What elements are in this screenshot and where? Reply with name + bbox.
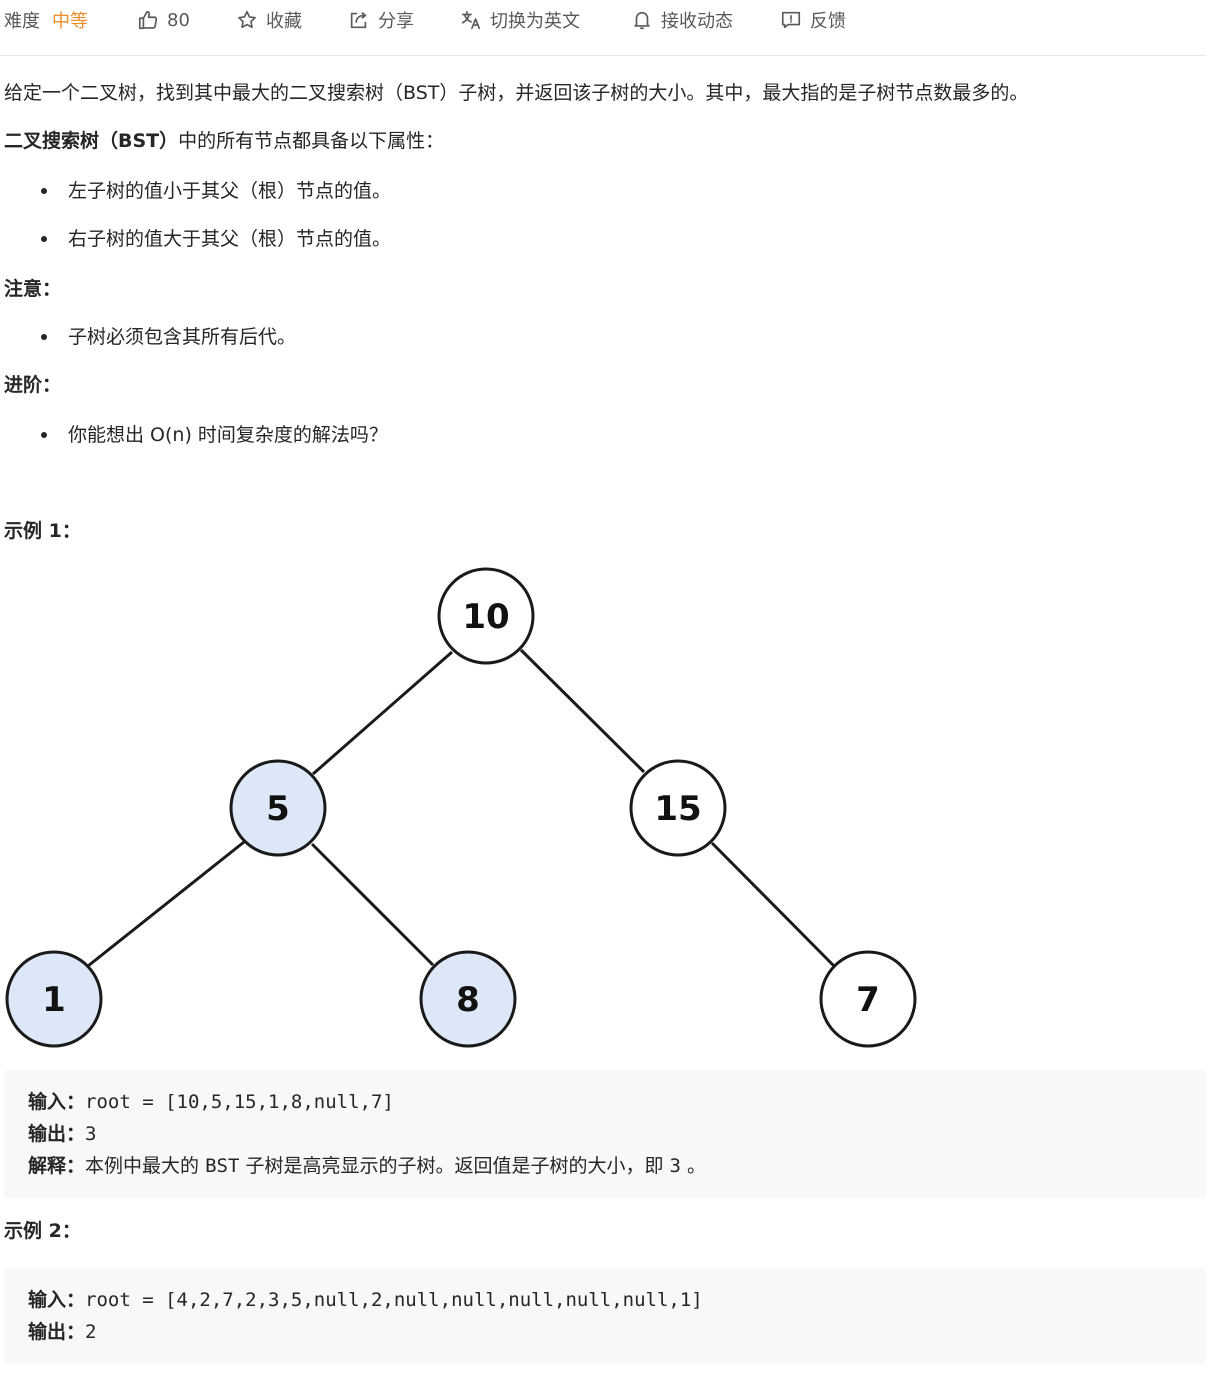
tree-node-label: 5 [266, 789, 290, 829]
tree-node-15 [629, 759, 727, 857]
example1-code-block: 输入：root = [10,5,15,1,8,null,7] 输出：3 解释：本… [4, 1070, 1206, 1198]
like-button[interactable]: 80 [137, 6, 190, 34]
bell-icon [634, 11, 650, 30]
output-label: 输出： [28, 1321, 86, 1343]
tree-node-1 [5, 950, 103, 1048]
difficulty: 难度 中等 [4, 6, 88, 34]
tree-node-label: 1 [42, 980, 66, 1020]
tree-edge [310, 842, 435, 967]
explain-code-3: 3 [669, 1155, 681, 1177]
list-item: 子树必须包含其所有后代。 [40, 326, 297, 348]
translate-label: 切换为英文 [490, 11, 580, 32]
advanced-heading: 进阶： [4, 374, 62, 396]
tree-node-5 [229, 759, 327, 857]
translate-icon [461, 10, 481, 30]
like-count: 80 [167, 9, 190, 31]
feedback-icon [781, 11, 801, 29]
explain-label: 解释： [28, 1155, 86, 1177]
share-icon [350, 12, 367, 29]
explain-text-b: 子树是高亮显示的子树。返回值是子树的大小，即 [245, 1155, 664, 1177]
tree-edge [710, 841, 837, 969]
feedback-label: 反馈 [810, 11, 846, 32]
tree-node-8 [419, 950, 517, 1048]
explain-text-a: 本例中最大的 [85, 1155, 200, 1177]
bst-title: 二叉搜索树（BST） [4, 130, 179, 152]
thumbs-up-icon [138, 10, 158, 30]
feedback-button[interactable]: 反馈 [780, 6, 846, 34]
list-item: 你能想出 O(n) 时间复杂度的解法吗？ [41, 424, 388, 446]
example2-output: 输出：2 [28, 1316, 1182, 1348]
output-value: 2 [85, 1321, 97, 1343]
example2-code-block: 输入：root = [4,2,7,2,3,5,null,2,null,null,… [4, 1268, 1206, 1364]
favorite-button[interactable]: 收藏 [236, 6, 302, 34]
example2-input: 输入：root = [4,2,7,2,3,5,null,2,null,null,… [28, 1284, 1182, 1316]
example1-tree-diagram: 10 5 15 1 8 7 [5, 567, 917, 1048]
output-label: 输出： [28, 1123, 86, 1145]
input-value: root = [4,2,7,2,3,5,null,2,null,null,nul… [85, 1289, 703, 1311]
explain-code-bst: BST [205, 1155, 240, 1177]
example1-input: 输入：root = [10,5,15,1,8,null,7] [28, 1086, 1182, 1118]
input-label: 输入： [28, 1289, 86, 1311]
notify-label: 接收动态 [661, 11, 733, 32]
tree-edge [87, 840, 245, 968]
bst-rest: 中的所有节点都具备以下属性： [178, 130, 445, 152]
tree-node-label: 15 [654, 789, 701, 829]
tree-node-label: 10 [462, 597, 509, 637]
input-value: root = [10,5,15,1,8,null,7] [85, 1091, 394, 1113]
star-icon [238, 10, 256, 29]
favorite-label: 收藏 [266, 11, 302, 32]
example1-output: 输出：3 [28, 1118, 1182, 1150]
example1-heading: 示例 1： [4, 520, 81, 542]
notify-button[interactable]: 接收动态 [631, 6, 733, 34]
tree-node-label: 8 [456, 980, 480, 1020]
example1-explanation: 解释：本例中最大的 BST 子树是高亮显示的子树。返回值是子树的大小，即 3 。 [28, 1150, 1182, 1182]
explain-text-c: 。 [687, 1155, 707, 1177]
bst-definition: 二叉搜索树（BST）中的所有节点都具备以下属性： [4, 128, 444, 154]
problem-toolbar: 难度 中等 80 收藏 分享 [0, 0, 1206, 56]
tree-node-7 [819, 950, 917, 1048]
tree-node-10 [437, 567, 535, 665]
note-heading: 注意： [4, 278, 62, 300]
difficulty-value: 中等 [52, 11, 88, 32]
output-value: 3 [85, 1123, 97, 1145]
difficulty-label: 难度 [4, 11, 40, 32]
translate-button[interactable]: 切换为英文 [460, 6, 580, 34]
intro-paragraph: 给定一个二叉树，找到其中最大的二叉搜索树（BST）子树，并返回该子树的大小。其中… [4, 82, 1029, 104]
tree-edge [312, 650, 453, 776]
share-button[interactable]: 分享 [348, 6, 414, 34]
list-item: 右子树的值大于其父（根）节点的值。 [40, 228, 392, 250]
tree-edge [519, 648, 646, 774]
input-label: 输入： [28, 1091, 86, 1113]
list-item: 左子树的值小于其父（根）节点的值。 [40, 180, 392, 202]
share-label: 分享 [378, 11, 414, 32]
example2-heading: 示例 2： [4, 1220, 81, 1242]
tree-node-label: 7 [856, 980, 880, 1020]
